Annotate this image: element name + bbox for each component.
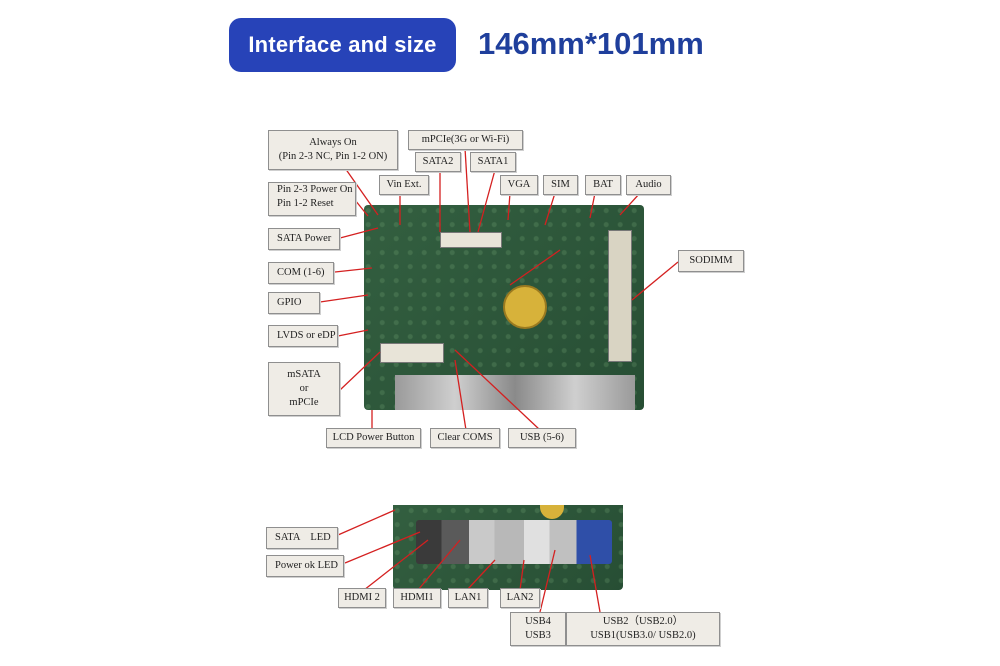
rear-io-ports <box>395 375 635 410</box>
label-gpio: GPIO <box>268 292 320 314</box>
sodimm-slot <box>608 230 632 362</box>
label-msata-mpcie: mSATA or mPCIe <box>268 362 340 416</box>
label-sim: SIM <box>543 175 578 195</box>
label-vga: VGA <box>500 175 538 195</box>
label-sata2: SATA2 <box>415 152 461 172</box>
label-sata1: SATA1 <box>470 152 516 172</box>
label-mpcie: mPCIe(3G or Wi-Fi) <box>408 130 523 150</box>
label-always-on-line2: (Pin 2-3 NC, Pin 1-2 ON) <box>278 151 388 162</box>
section-badge: Interface and size <box>229 18 456 72</box>
label-lan2: LAN2 <box>500 588 540 608</box>
label-usb4: USB4 <box>525 616 551 627</box>
label-power-ok-led: Power ok LED <box>266 555 344 577</box>
mpcie-slot <box>440 232 502 248</box>
label-com: COM (1-6) <box>268 262 334 284</box>
label-usb-5-6: USB (5-6) <box>508 428 576 448</box>
bottom-io-ports <box>416 520 612 564</box>
label-sata-power: SATA Power <box>268 228 340 250</box>
msata-slot <box>380 343 444 363</box>
label-always-on: Always On (Pin 2-3 NC, Pin 1-2 ON) <box>268 130 398 170</box>
label-lvds: LVDS or eDP <box>268 325 338 347</box>
label-clear-coms: Clear COMS <box>430 428 500 448</box>
label-hdmi2: HDMI 2 <box>338 588 386 608</box>
label-usb2: USB2（USB2.0） <box>602 616 684 627</box>
label-pin-power-line2: Pin 1-2 Reset <box>277 198 334 209</box>
label-always-on-line1: Always On <box>309 137 357 148</box>
label-pin-power-reset: Pin 2-3 Power On Pin 1-2 Reset <box>268 182 356 216</box>
label-usb4-usb3: USB4 USB3 <box>510 612 566 646</box>
label-lan1: LAN1 <box>448 588 488 608</box>
label-usb2-usb1: USB2（USB2.0） USB1(USB3.0/ USB2.0) <box>566 612 720 646</box>
label-sata-led: SATA LED <box>266 527 338 549</box>
label-msata-line3: mPCIe <box>289 397 319 408</box>
label-usb1: USB1(USB3.0/ USB2.0) <box>590 630 696 641</box>
label-usb3: USB3 <box>525 630 551 641</box>
bottom-heatsink <box>540 505 564 519</box>
label-sodimm: SODIMM <box>678 250 744 272</box>
label-audio: Audio <box>626 175 671 195</box>
label-bat: BAT <box>585 175 621 195</box>
board-dimensions: 146mm*101mm <box>478 26 704 61</box>
label-vin-ext: Vin Ext. <box>379 175 429 195</box>
label-msata-line2: or <box>299 383 309 394</box>
label-hdmi1: HDMI1 <box>393 588 441 608</box>
label-lcd-power-button: LCD Power Button <box>326 428 421 448</box>
cpu-heatsink <box>503 285 547 329</box>
label-msata-line1: mSATA <box>287 369 321 380</box>
label-pin-power-line1: Pin 2-3 Power On <box>277 184 353 195</box>
